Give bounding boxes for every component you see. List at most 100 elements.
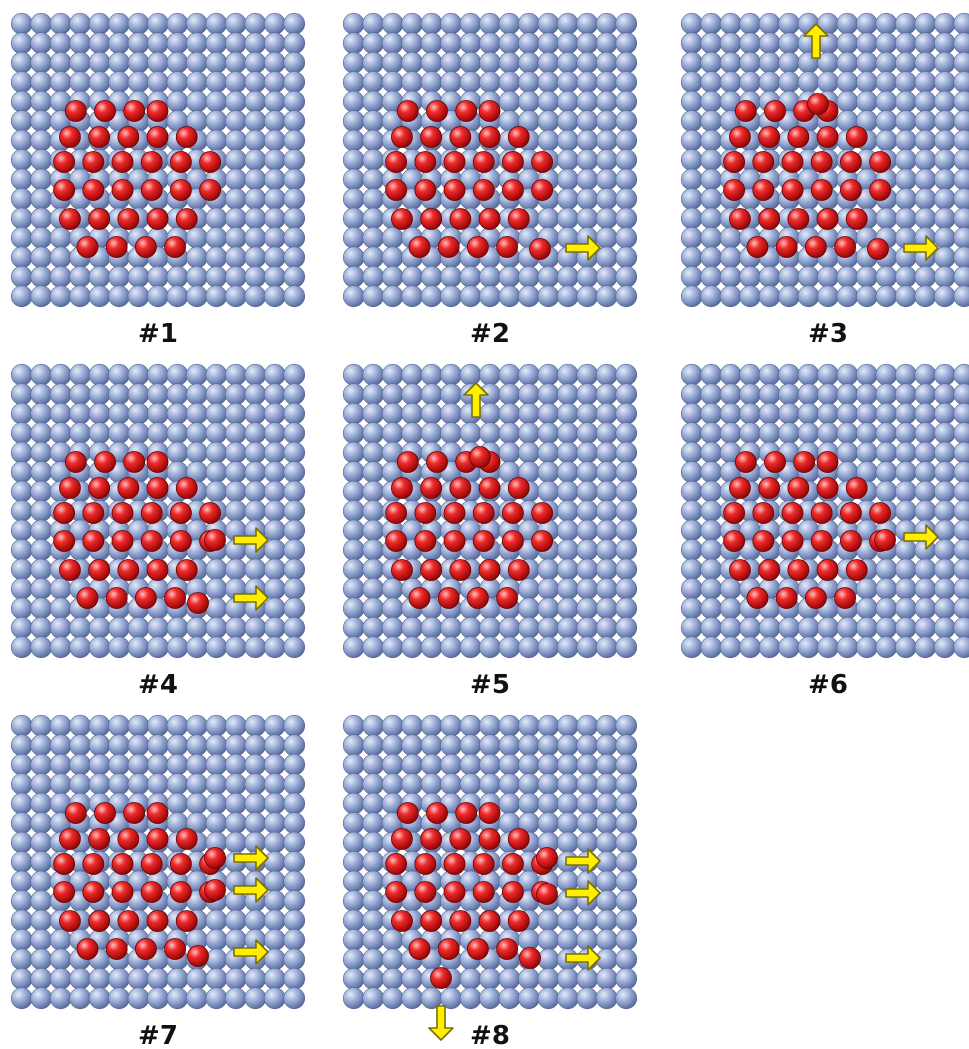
substrate-atom <box>30 870 53 893</box>
substrate-atom <box>88 285 111 308</box>
substrate-atom <box>30 441 53 464</box>
adatom <box>723 502 746 524</box>
substrate-atom <box>595 558 618 581</box>
adatom <box>146 208 169 230</box>
adatom <box>430 967 452 989</box>
substrate-atom <box>914 441 937 464</box>
substrate-atom <box>69 265 91 288</box>
substrate-atom <box>914 363 937 386</box>
substrate-atom <box>205 812 228 834</box>
substrate-atom <box>49 578 72 600</box>
substrate-atom <box>595 967 618 990</box>
substrate-atom <box>244 32 267 55</box>
substrate-atom <box>205 265 228 288</box>
substrate-atom <box>205 636 228 659</box>
substrate-atom <box>518 32 540 55</box>
substrate-atom <box>615 519 638 542</box>
adatom <box>408 587 431 609</box>
substrate-atom <box>88 422 111 444</box>
substrate-atom <box>225 792 247 815</box>
substrate-atom <box>244 383 267 406</box>
adatom <box>519 947 541 969</box>
substrate-atom <box>69 987 91 1010</box>
adatom <box>810 179 833 201</box>
substrate-atom <box>244 812 267 834</box>
substrate-atom <box>108 363 130 386</box>
substrate-atom <box>700 168 723 191</box>
substrate-atom <box>895 578 917 600</box>
adatom <box>449 910 472 932</box>
substrate-atom <box>30 812 53 834</box>
substrate-atom <box>147 32 169 55</box>
substrate-atom <box>263 265 286 288</box>
substrate-atom <box>680 480 703 503</box>
adatom <box>758 208 781 230</box>
substrate-atom <box>797 616 820 639</box>
substrate-atom <box>557 792 579 815</box>
panel-2: #2 <box>342 12 638 349</box>
substrate-atom <box>244 90 267 113</box>
substrate-atom <box>381 265 404 288</box>
substrate-atom <box>615 500 638 522</box>
substrate-atom <box>739 32 761 55</box>
adatom <box>478 559 501 581</box>
substrate-atom <box>186 246 208 269</box>
adatom <box>53 530 76 552</box>
adatom <box>874 529 896 551</box>
adatom <box>88 126 111 148</box>
substrate-atom <box>498 987 521 1010</box>
substrate-atom <box>420 734 443 757</box>
substrate-atom <box>342 929 365 951</box>
adatom-cluster <box>385 100 554 260</box>
substrate-atom <box>108 967 130 990</box>
substrate-atom <box>778 285 800 308</box>
substrate-atom <box>895 480 917 503</box>
substrate-atom <box>30 597 53 620</box>
substrate-atom <box>225 831 247 854</box>
substrate-atom <box>283 422 306 444</box>
substrate-atom <box>479 12 501 35</box>
substrate-atom <box>342 188 365 210</box>
substrate-atom <box>739 12 761 35</box>
substrate-atom <box>127 714 150 737</box>
adatom <box>531 151 554 173</box>
substrate-atom <box>381 285 404 308</box>
substrate-atom <box>381 246 404 269</box>
substrate-atom <box>914 207 937 230</box>
substrate-atom <box>700 188 723 210</box>
adatom <box>816 126 839 148</box>
substrate-atom <box>537 812 560 834</box>
substrate-atom <box>576 539 599 561</box>
substrate-atom <box>537 636 560 659</box>
adatom <box>810 502 833 524</box>
substrate-atom <box>10 12 33 35</box>
substrate-atom <box>615 285 638 308</box>
substrate-atom <box>914 129 937 152</box>
substrate-atom <box>595 480 618 503</box>
substrate-atom <box>205 461 228 483</box>
substrate-atom <box>10 149 33 171</box>
substrate-atom <box>615 967 638 990</box>
substrate-atom <box>615 441 638 464</box>
panel-label: #7 <box>138 1021 178 1049</box>
substrate-atom <box>225 71 247 93</box>
adatom <box>82 853 105 875</box>
substrate-atom <box>719 616 742 639</box>
substrate-atom <box>401 285 423 308</box>
substrate-atom <box>914 461 937 483</box>
substrate-atom <box>342 422 365 444</box>
adatom-cluster <box>53 451 226 614</box>
substrate-atom <box>875 32 898 55</box>
substrate-atom <box>225 51 247 74</box>
substrate-atom <box>615 480 638 503</box>
adatom <box>529 238 551 260</box>
substrate-atom <box>283 616 306 639</box>
substrate-atom <box>401 773 423 795</box>
substrate-atom <box>108 285 130 308</box>
adatom <box>76 236 99 258</box>
panel-label: #6 <box>808 670 848 700</box>
substrate-atom <box>440 402 462 425</box>
adatom <box>94 802 116 824</box>
substrate-atom <box>225 110 247 132</box>
adatom <box>140 502 163 524</box>
